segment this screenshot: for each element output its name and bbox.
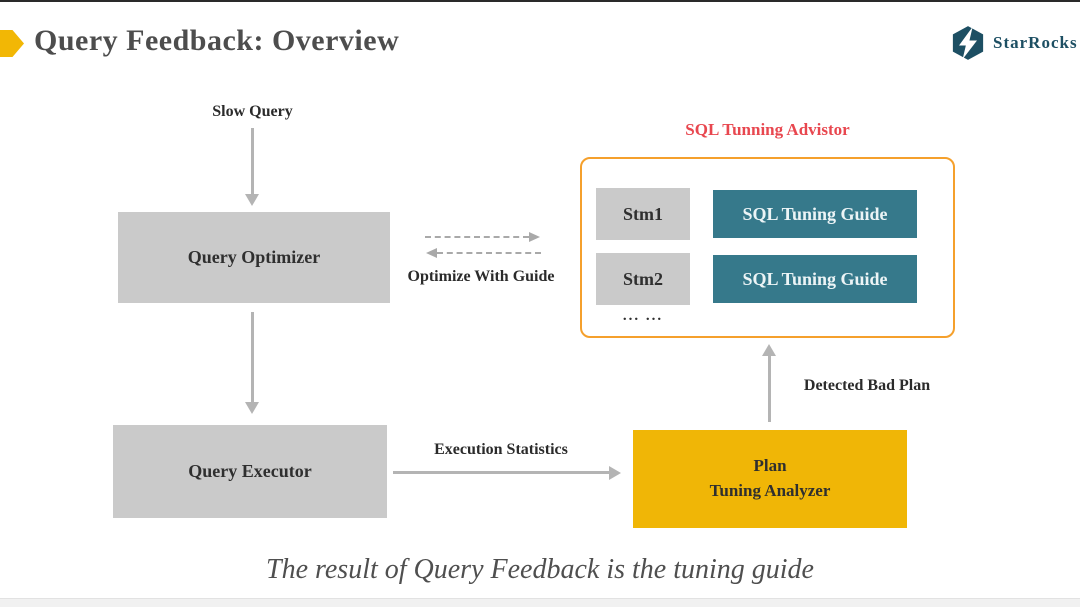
plan-tuning-analyzer-node: Plan Tuning Analyzer bbox=[633, 430, 907, 528]
dashed-arrow-optimizer-to-advisor bbox=[425, 236, 529, 238]
tuning-guide-label-1: SQL Tuning Guide bbox=[742, 203, 888, 224]
title-bullet-icon bbox=[0, 30, 24, 57]
stm1-label: Stm1 bbox=[623, 203, 663, 224]
arrow-slow-to-optimizer-head bbox=[245, 194, 259, 206]
detected-bad-plan-label: Detected Bad Plan bbox=[803, 377, 931, 394]
plan-tuning-analyzer-line2: Tuning Analyzer bbox=[709, 481, 831, 500]
execution-statistics-label: Execution Statistics bbox=[434, 441, 568, 458]
query-optimizer-label: Query Optimizer bbox=[187, 247, 321, 267]
dashed-arrow-advisor-to-optimizer bbox=[437, 252, 541, 254]
page-title: Query Feedback: Overview bbox=[34, 24, 400, 57]
arrow-optimizer-to-executor-head bbox=[245, 402, 259, 414]
arrow-slow-to-optimizer bbox=[251, 128, 254, 194]
dashed-arrow-left-head bbox=[426, 248, 437, 258]
top-edge-line bbox=[0, 0, 1080, 2]
arrow-analyzer-to-advisor bbox=[768, 355, 771, 422]
stm2-label: Stm2 bbox=[623, 268, 663, 289]
tuning-guide-node-1: SQL Tuning Guide bbox=[713, 190, 917, 238]
bottom-edge-strip bbox=[0, 598, 1080, 607]
advisor-title: SQL Tunning Advistor bbox=[685, 120, 850, 139]
arrow-executor-to-analyzer-head bbox=[609, 466, 621, 480]
arrow-executor-to-analyzer bbox=[393, 471, 609, 474]
arrow-optimizer-to-executor bbox=[251, 312, 254, 402]
arrow-analyzer-to-advisor-head bbox=[762, 344, 776, 356]
plan-tuning-analyzer-line1: Plan bbox=[753, 456, 787, 476]
query-executor-label: Query Executor bbox=[188, 461, 312, 481]
tuning-guide-node-2: SQL Tuning Guide bbox=[713, 255, 917, 303]
footer-caption: The result of Query Feedback is the tuni… bbox=[266, 554, 814, 585]
dashed-arrow-right-head bbox=[529, 232, 540, 242]
stm2-node: Stm2 bbox=[596, 253, 690, 305]
starrocks-logo-text: StarRocks bbox=[993, 33, 1078, 52]
tuning-guide-label-2: SQL Tuning Guide bbox=[742, 268, 888, 289]
starrocks-logo: StarRocks bbox=[950, 25, 1078, 61]
starrocks-logo-icon bbox=[950, 25, 986, 61]
advisor-container bbox=[580, 157, 955, 338]
query-executor-node: Query Executor bbox=[113, 425, 387, 518]
stm1-node: Stm1 bbox=[596, 188, 690, 240]
optimize-with-guide-label: Optimize With Guide bbox=[407, 268, 555, 285]
query-optimizer-node: Query Optimizer bbox=[118, 212, 390, 303]
slow-query-label: Slow Query bbox=[212, 103, 293, 120]
advisor-more-dots: ... ... bbox=[622, 308, 664, 324]
